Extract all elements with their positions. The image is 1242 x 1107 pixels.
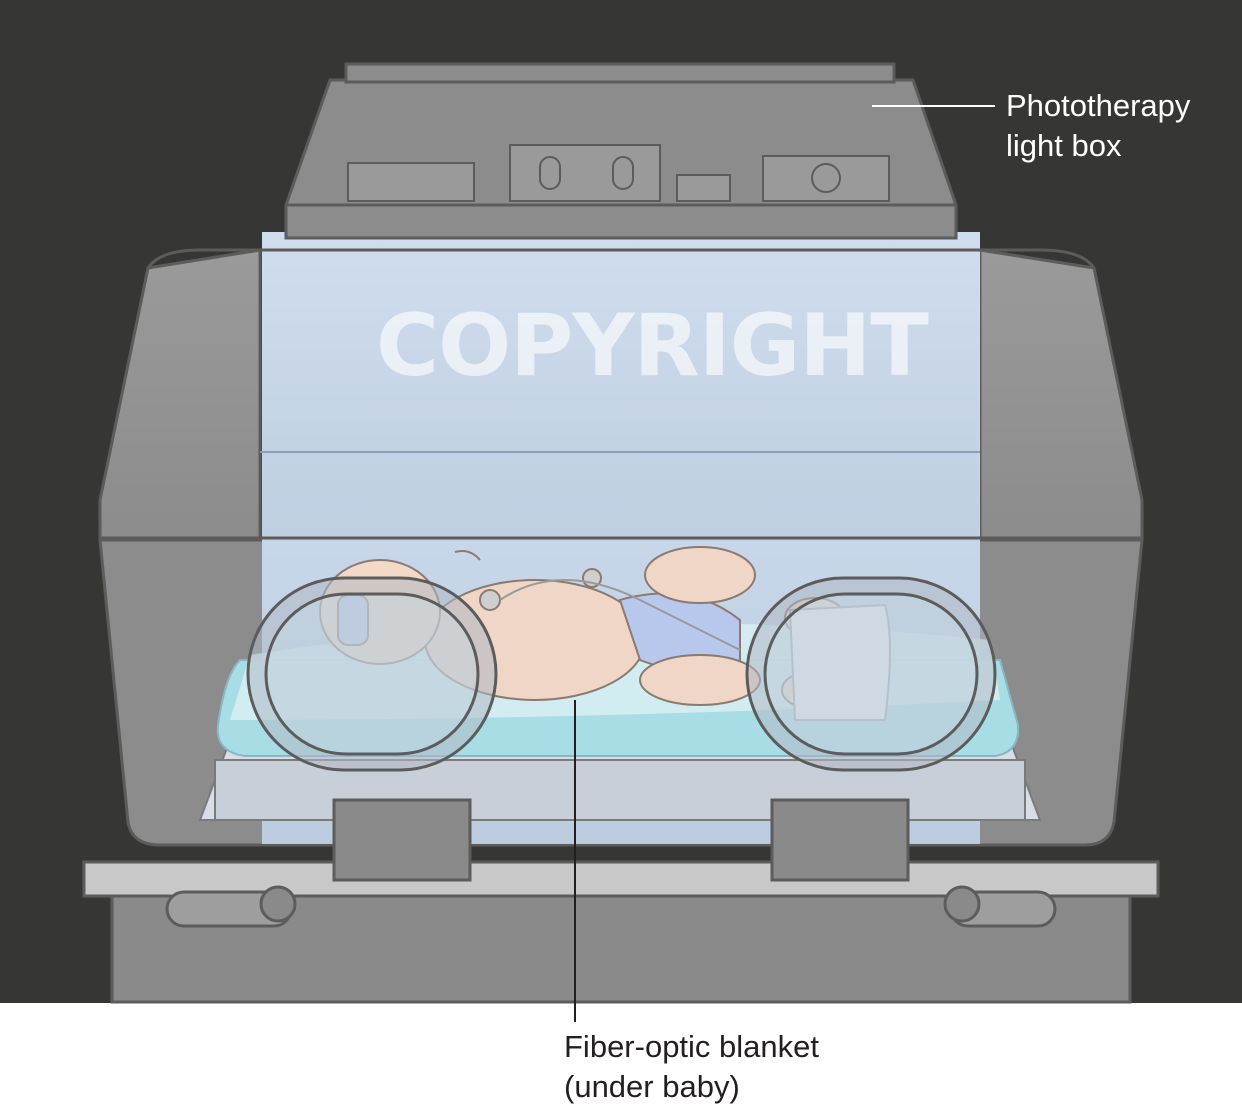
label-phototherapy-light-box: Phototherapy light box [1006, 86, 1190, 166]
phototherapy-light-box [284, 62, 958, 240]
hinge-blocks [332, 798, 910, 882]
label-line: Fiber-optic blanket [564, 1029, 820, 1064]
label-line: Phototherapy [1006, 88, 1191, 123]
hood-edges [100, 248, 1142, 540]
label-line: light box [1006, 128, 1122, 163]
label-line: (under baby) [564, 1069, 740, 1104]
incubator-base [82, 860, 1160, 1004]
porthole-right [745, 576, 997, 772]
porthole-left [246, 576, 498, 772]
label-fiber-optic-blanket: Fiber-optic blanket (under baby) [564, 1027, 819, 1107]
copyright-watermark: COPYRIGHT [376, 296, 929, 396]
